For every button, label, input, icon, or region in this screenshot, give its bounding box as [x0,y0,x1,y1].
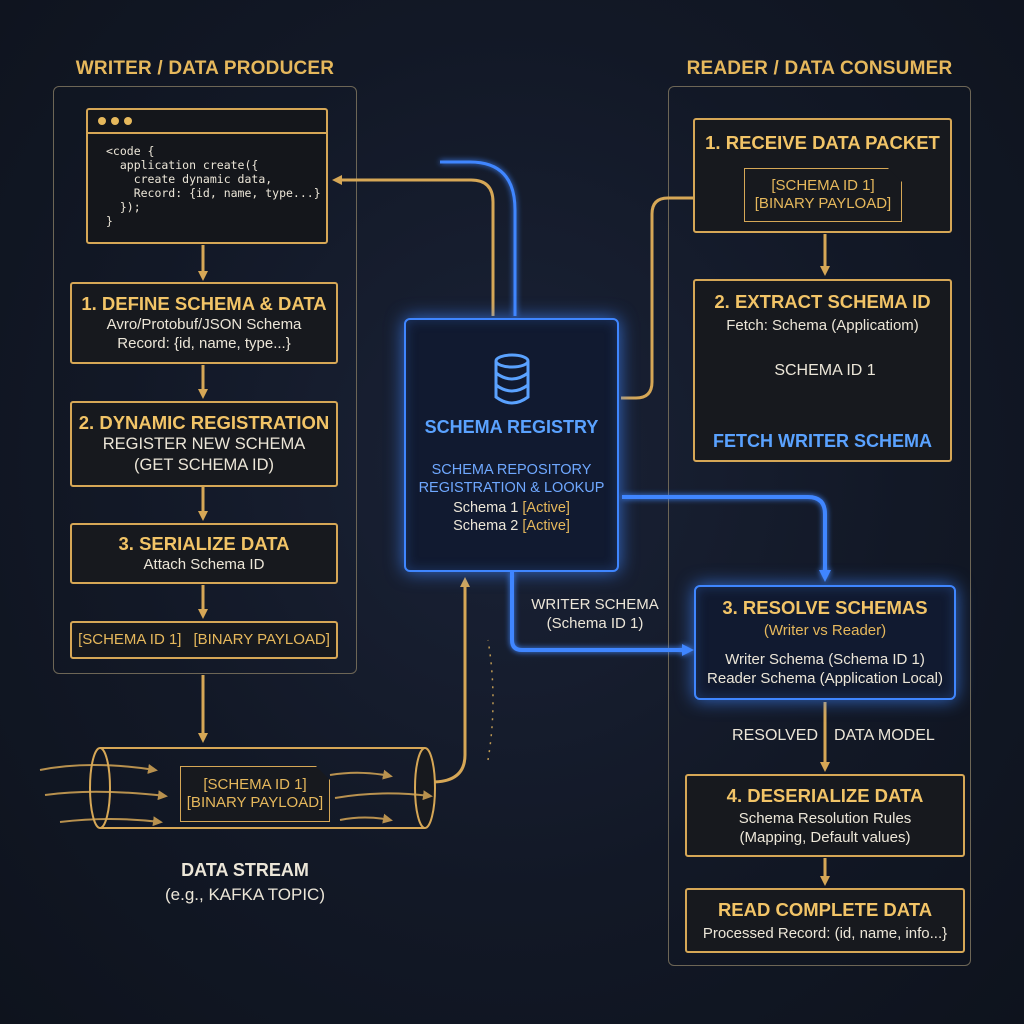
schema-status: [Active] [522,499,570,516]
arrow-stream-to-registry [431,577,470,784]
writer-step-serialize: 3. SERIALIZE DATA Attach Schema ID [70,523,338,584]
step-title: 3. SERIALIZE DATA [118,533,290,554]
step-title: 3. RESOLVE SCHEMAS [722,597,928,618]
step-title: 2. EXTRACT SCHEMA ID [714,291,931,312]
reader-step-deserialize: 4. DESERIALIZE DATA Schema Resolution Ru… [685,774,965,857]
doc-line: [SCHEMA ID 1] [771,177,875,194]
step-line: Processed Record: (id, name, info...} [702,924,948,942]
reader-schema-id: SCHEMA ID 1 [774,362,876,379]
step-line: (GET SCHEMA ID) [134,456,274,474]
step-line: Reader Schema (Application Local) [707,670,943,687]
code-window: <code { application create({ create dyna… [86,108,328,244]
window-dot-icon [98,117,106,125]
step-title: 4. DESERIALIZE DATA [726,784,924,806]
reader-step-resolve: 3. RESOLVE SCHEMAS (Writer vs Reader) Wr… [694,585,956,700]
schema-name: Schema 1 [453,499,519,516]
reader-step-read-complete: READ COMPLETE DATA Processed Record: (id… [685,888,965,953]
code-window-titlebar [88,110,326,134]
payload-schema-id: [SCHEMA ID 1] [78,631,182,648]
label-line: WRITER SCHEMA [531,596,659,613]
writer-panel [53,86,357,674]
registry-line: REGISTRATION & LOOKUP [418,479,605,496]
arrow-registry-to-receive [621,193,743,400]
writer-step-dynamic-registration: 2. DYNAMIC REGISTRATION REGISTER NEW SCH… [70,401,338,487]
data-model-label: DATA MODEL [834,727,935,744]
stream-tube-right-end [414,747,436,829]
window-dot-icon [124,117,132,125]
stream-payload-document: [SCHEMA ID 1] [BINARY PAYLOAD] [180,766,330,822]
step-title: READ COMPLETE DATA [717,898,933,920]
step-line: Record: {id, name, type...} [117,335,291,352]
stream-label: DATA STREAM (e.g., KAFKA TOPIC) [150,860,340,905]
step-line: Attach Schema ID [143,556,265,573]
step-line: Writer Schema (Schema ID 1) [725,651,925,668]
arrow-registry-to-code [332,175,495,316]
resolved-label: RESOLVED [732,727,818,744]
reader-payload-document: [SCHEMA ID 1] [BINARY PAYLOAD] [744,168,902,222]
step-title: 1. RECEIVE DATA PACKET [705,132,940,153]
writer-schema-label: WRITER SCHEMA (Schema ID 1) [520,596,670,632]
step-sub: (Writer vs Reader) [763,622,887,639]
stream-subtitle: (e.g., KAFKA TOPIC) [165,885,325,904]
label-line: (Schema ID 1) [546,615,644,632]
step-line: REGISTER NEW SCHEMA [102,435,306,453]
step-line: Fetch: Schema (Applicatiom) [726,317,919,334]
reader-panel [668,86,971,966]
registry-line: SCHEMA REPOSITORY [431,461,592,478]
reader-step-extract: 2. EXTRACT SCHEMA ID Fetch: Schema (Appl… [693,279,952,462]
reader-heading: READER / DATA CONSUMER [686,58,953,79]
step-line: Avro/Protobuf/JSON Schema [106,316,302,333]
glow-stream-sparks [487,639,494,761]
step-title: 1. DEFINE SCHEMA & DATA [81,293,327,314]
database-icon [494,353,529,404]
writer-step-define-schema: 1. DEFINE SCHEMA & DATA Avro/Protobuf/JS… [70,282,338,364]
step-line: (Mapping, Default values) [739,828,911,846]
registry-title: SCHEMA REGISTRY [424,416,599,437]
schema-registry-box: SCHEMA REGISTRY SCHEMA REPOSITORY REGIST… [404,318,619,572]
code-snippet: <code { application create({ create dyna… [106,144,321,228]
arrow-writer-schema-to-resolve [510,572,694,656]
schema-name: Schema 2 [453,517,519,534]
registry-schema-2: Schema 2 [Active] [453,518,570,534]
step-title: 2. DYNAMIC REGISTRATION [78,412,330,433]
arrow-registry-to-resolve [622,495,831,582]
schema-status: [Active] [522,517,570,534]
writer-heading: WRITER / DATA PRODUCER [75,58,335,79]
stream-tube-left-end [89,747,111,829]
doc-line: [BINARY PAYLOAD] [754,195,892,212]
window-dot-icon [111,117,119,125]
fetch-writer-schema-label: FETCH WRITER SCHEMA [713,431,932,451]
doc-line: [SCHEMA ID 1] [203,776,307,793]
payload-binary: [BINARY PAYLOAD] [193,631,330,648]
step-line: Schema Resolution Rules [738,809,912,827]
writer-payload: [SCHEMA ID 1] [BINARY PAYLOAD] [70,621,338,659]
stream-title: DATA STREAM [181,860,309,880]
stream-tube [100,747,425,829]
doc-line: [BINARY PAYLOAD] [186,794,324,811]
glow-registry-code-blue [440,160,517,316]
registry-schema-1: Schema 1 [Active] [453,500,570,516]
